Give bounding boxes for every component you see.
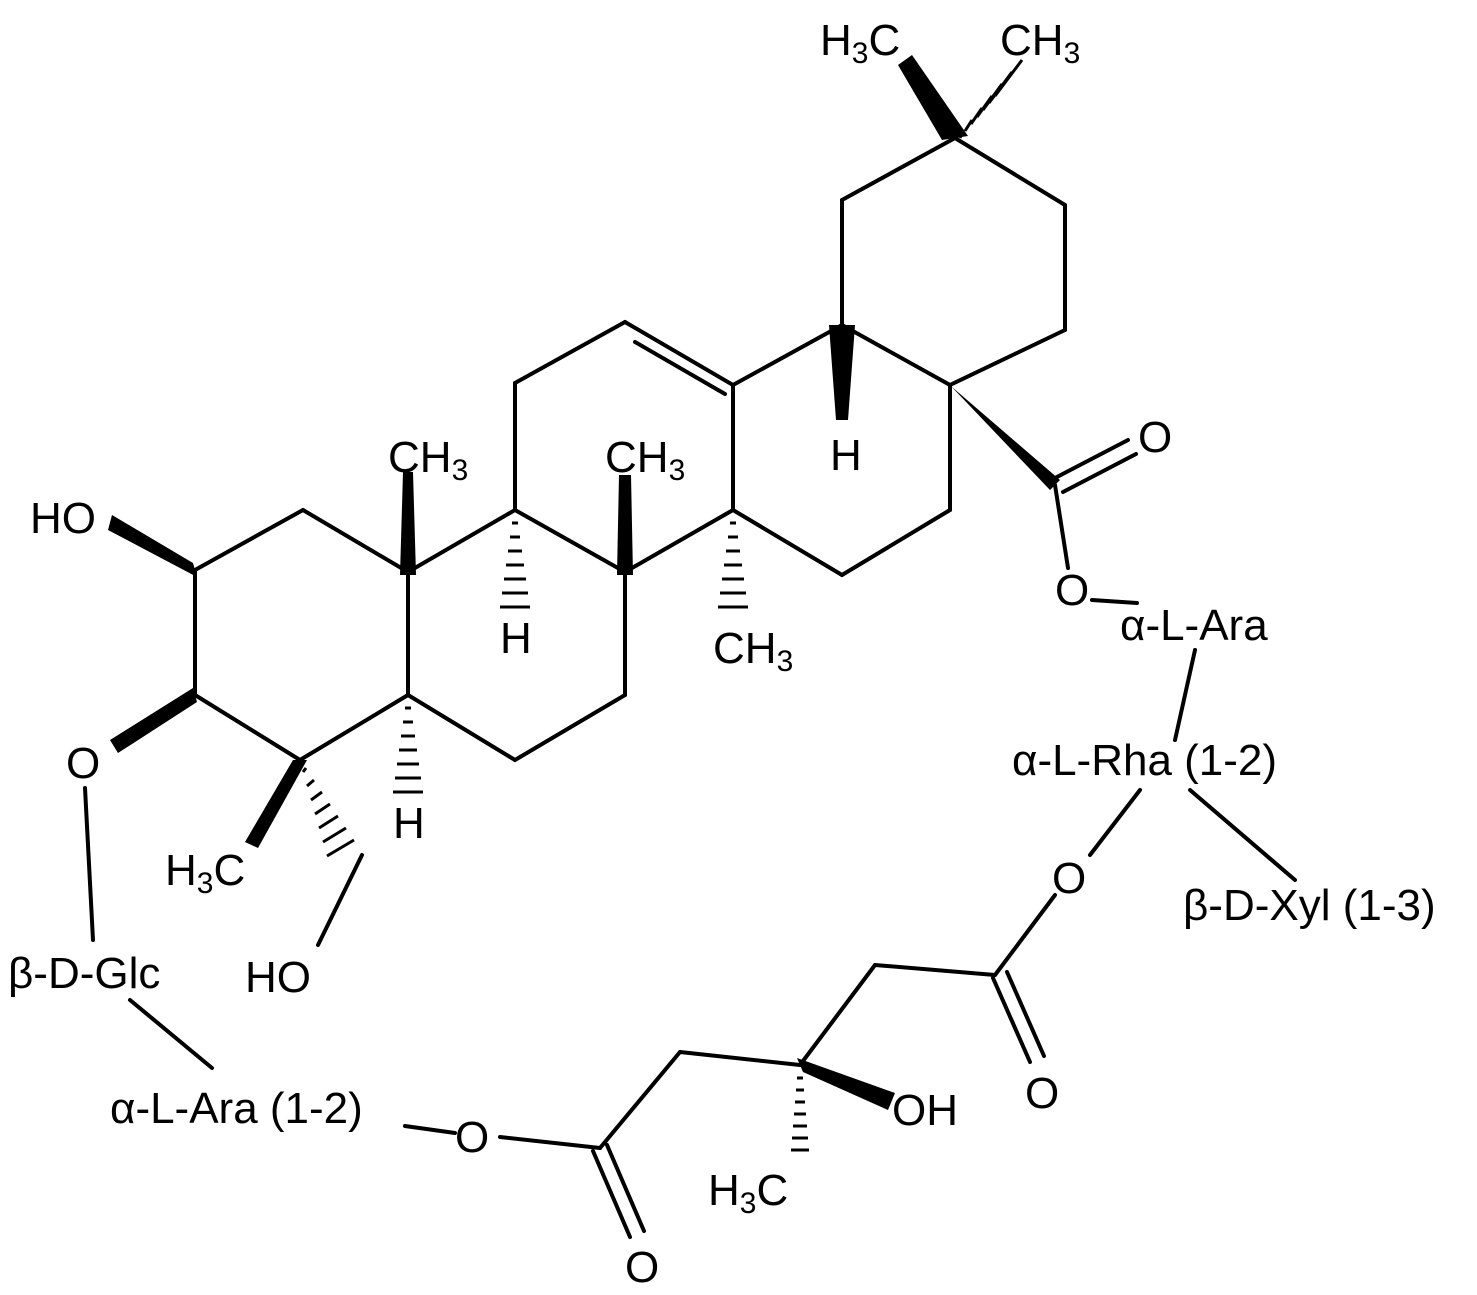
label-sugar-rha: α-L-Rha (1-2) xyxy=(1012,736,1277,785)
label-ho-c2: HO xyxy=(30,494,96,543)
label-ch3-c14: CH3 xyxy=(713,624,793,678)
label-rha-o: O xyxy=(1052,854,1086,903)
label-ester-o-top: O xyxy=(1055,566,1089,615)
label-me-hmg: H3C xyxy=(708,1166,788,1220)
label-h-18: H xyxy=(830,431,862,480)
label-me-c4: H3C xyxy=(165,846,245,900)
label-o-ester-bottom: O xyxy=(455,1113,489,1162)
label-h-5: H xyxy=(393,799,425,848)
label-ch3-c8: CH3 xyxy=(388,433,468,487)
atom-labels: H3C CH3 O H O α-L-Ara α-L-Rha (1-2) O β-… xyxy=(8,16,1436,1292)
label-ch3-c10: CH3 xyxy=(605,433,685,487)
label-o-c3: O xyxy=(66,739,100,788)
label-sugar-ara-top: α-L-Ara xyxy=(1120,601,1268,650)
label-me-top-left-text: H3C xyxy=(820,16,900,70)
label-oh-hmg: OH xyxy=(892,1086,958,1135)
hashed-bonds xyxy=(301,59,1024,1152)
label-sugar-xyl: β-D-Xyl (1-3) xyxy=(1183,881,1436,930)
label-o-carbonyl-bottom: O xyxy=(625,1243,659,1292)
label-o-carbonyl-right: O xyxy=(1025,1069,1059,1118)
label-ho-c23: HO xyxy=(245,953,311,1002)
label-h-9: H xyxy=(500,614,532,663)
label-sugar-glc: β-D-Glc xyxy=(8,949,160,998)
label-me-top-left: H3C xyxy=(820,16,900,70)
label-me-top-right: CH3 xyxy=(1000,16,1080,70)
label-carbonyl-o-top: O xyxy=(1138,413,1172,462)
wedge-bonds xyxy=(108,55,1060,1110)
label-sugar-ara-bottom: α-L-Ara (1-2) xyxy=(110,1084,363,1133)
bonds xyxy=(83,136,1297,1239)
